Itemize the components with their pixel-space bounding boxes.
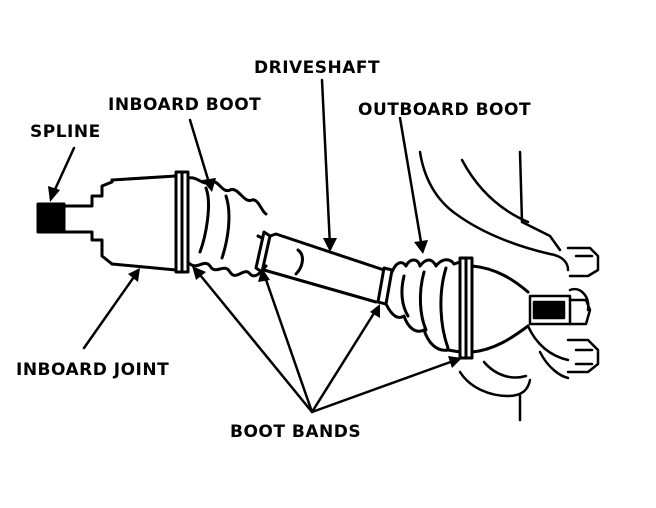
inboard-boot — [186, 176, 268, 278]
inboard-boot-band — [254, 230, 272, 274]
label-driveshaft: DRIVESHAFT — [254, 58, 381, 78]
label-inboard-boot: INBOARD BOOT — [108, 95, 262, 115]
label-inboard-joint: INBOARD JOINT — [16, 360, 170, 380]
outboard-boot-band — [376, 266, 394, 306]
leader-lines — [50, 78, 458, 414]
spline-shaft — [36, 178, 114, 266]
driveshaft-bar — [262, 232, 386, 304]
outboard-joint-housing — [458, 256, 530, 360]
inboard-joint-housing — [110, 170, 190, 274]
label-boot-bands: BOOT BANDS — [230, 422, 362, 442]
label-outboard-boot: OUTBOARD BOOT — [358, 100, 532, 120]
hub-knuckle — [418, 150, 600, 422]
outboard-boot — [384, 258, 462, 354]
arrow-heads — [48, 178, 462, 368]
label-spline: SPLINE — [30, 122, 101, 142]
